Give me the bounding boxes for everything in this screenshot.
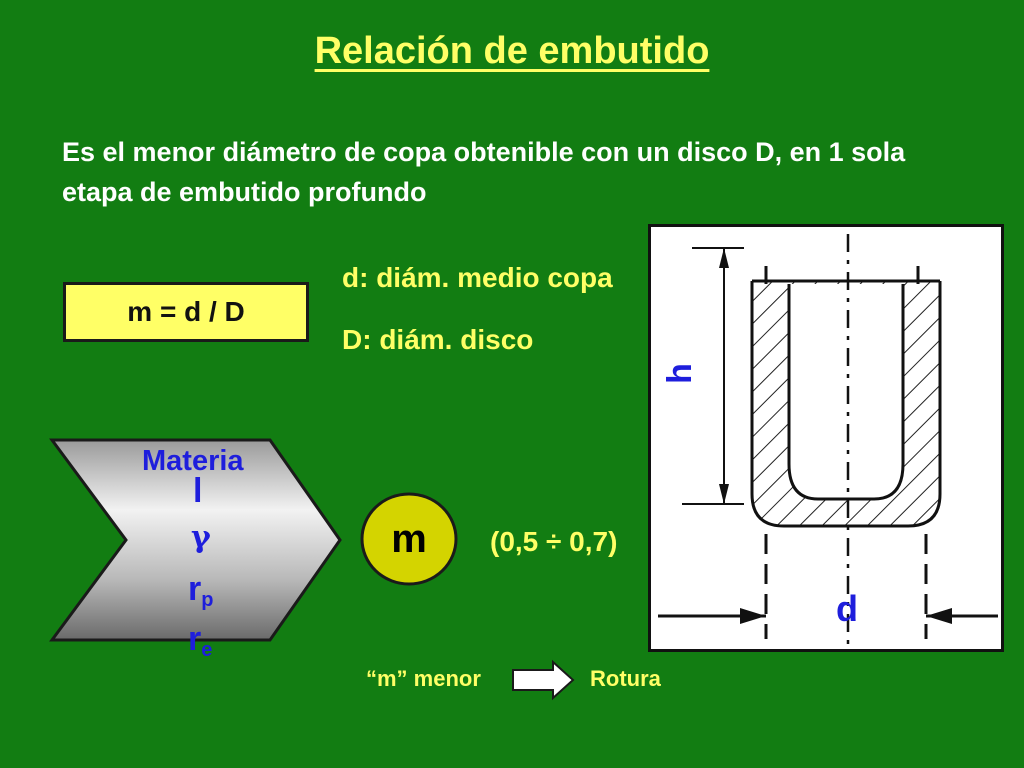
factors-chevron xyxy=(49,438,342,642)
description-text: Es el menor diámetro de copa obtenible c… xyxy=(62,137,906,207)
factor-rp: rp xyxy=(188,570,214,611)
result-circle xyxy=(360,492,458,586)
page-title: Relación de embutido xyxy=(314,30,710,72)
factor-heading: Materia xyxy=(142,445,244,477)
factor-gamma: γ xyxy=(191,520,211,555)
definition-d: d: diám. medio copa xyxy=(342,262,613,293)
diameter-label: d xyxy=(836,588,858,629)
consequence-cause: “m” menor xyxy=(366,666,481,691)
definition-D: D: diám. disco xyxy=(342,324,534,355)
cup-figure xyxy=(648,224,1004,652)
consequence-effect: Rotura xyxy=(590,666,661,691)
formula-box: m = d / D xyxy=(63,282,309,342)
factor-l: l xyxy=(193,472,203,510)
cup-wall xyxy=(752,281,940,526)
height-label: h xyxy=(660,363,699,384)
result-range: (0,5 ÷ 0,7) xyxy=(490,526,618,557)
result-symbol: m xyxy=(391,516,427,561)
factor-re: re xyxy=(188,620,213,661)
arrow-right-icon xyxy=(512,659,575,701)
